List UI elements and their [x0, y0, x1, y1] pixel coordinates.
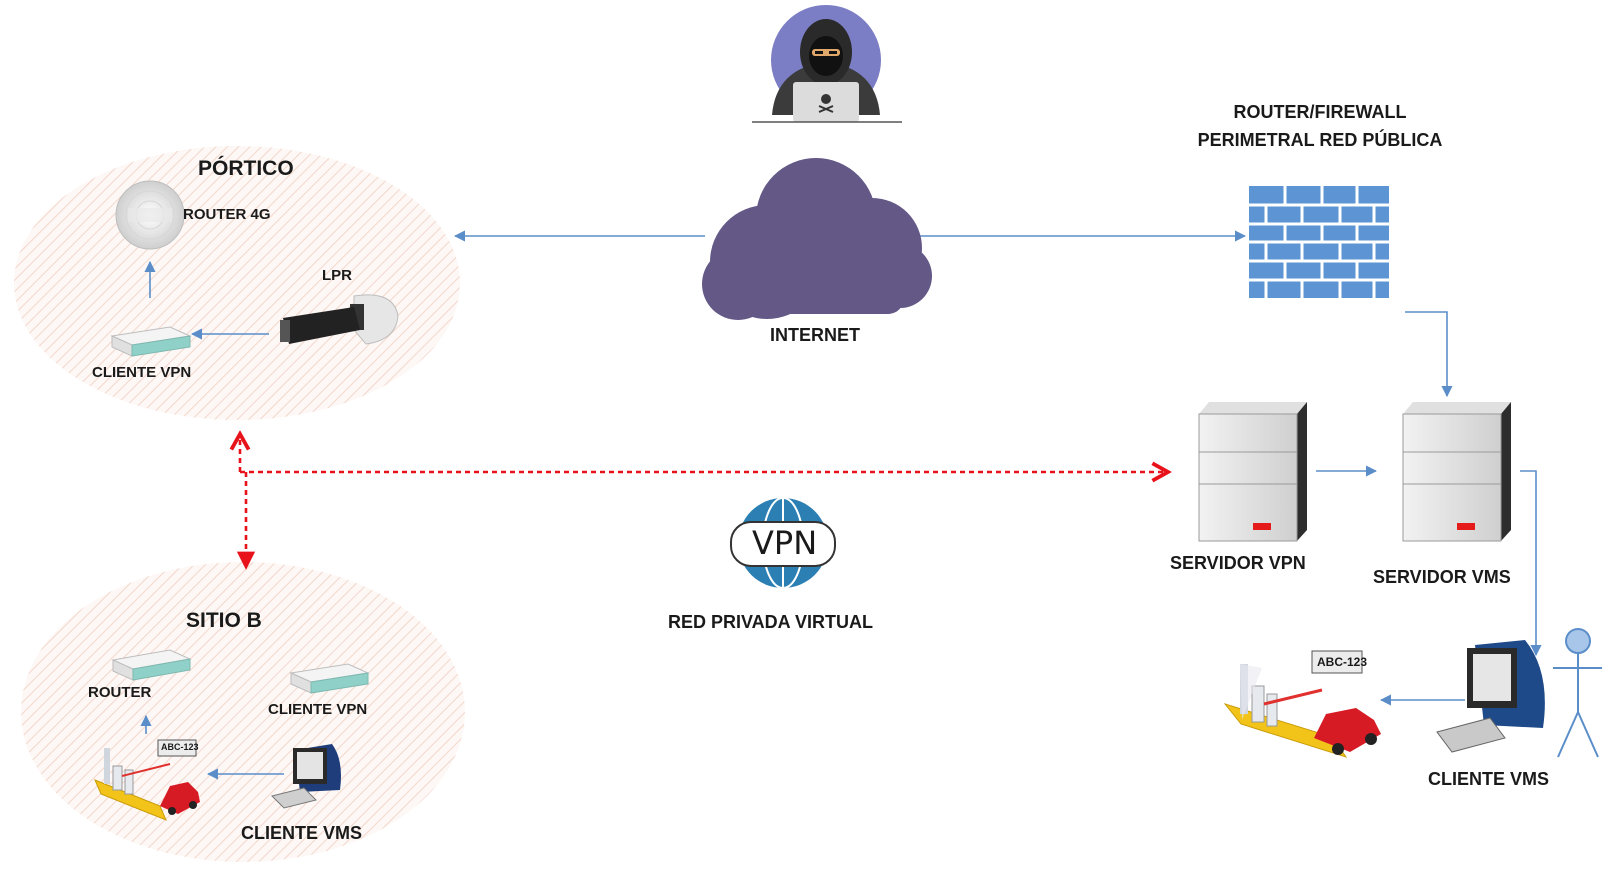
cloud-icon	[702, 158, 932, 320]
car-icon-central	[1314, 708, 1381, 755]
sitio-b-plate-text: ABC-123	[161, 742, 199, 752]
router-icon-sitiob	[111, 649, 192, 681]
internet-label: INTERNET	[770, 325, 860, 345]
firewall-label-line2: PERIMETRAL RED PÚBLICA	[1197, 130, 1443, 150]
central-plate-text: ABC-123	[1317, 655, 1368, 669]
sitio-b-vpn-client-label: CLIENTE VPN	[268, 701, 368, 718]
sitio-b-zone	[21, 562, 465, 862]
sitio-b-router-label: ROUTER	[88, 684, 152, 701]
hacker-icon	[752, 5, 902, 123]
vms-to-client-arrow	[1520, 470, 1542, 657]
person-icon	[1553, 628, 1602, 758]
server-vpn-icon	[1198, 402, 1307, 542]
portico-zone	[14, 146, 460, 420]
server-vms-label: SERVIDOR VMS	[1373, 567, 1511, 587]
router-icon-portico	[110, 326, 192, 357]
sitio-b-vms-client-label: CLIENTE VMS	[241, 823, 363, 843]
plate-central	[1311, 650, 1363, 674]
central-vms-client-label: CLIENTE VMS	[1428, 769, 1550, 789]
vpn-client-icon-sitiob	[289, 663, 370, 694]
lpr-label: LPR	[322, 267, 352, 284]
computer-icon-central	[1436, 640, 1545, 753]
vpn-globe-icon	[730, 497, 836, 589]
barrier-icon-central	[1223, 664, 1348, 758]
vpn-badge-text: VPN	[752, 524, 818, 562]
router-4g-label: ROUTER 4G	[183, 206, 271, 223]
sitio-b-title: SITIO B	[186, 609, 262, 632]
server-vpn-label: SERVIDOR VPN	[1170, 553, 1306, 573]
portico-title: PÓRTICO	[198, 157, 294, 180]
firewall-to-vms-arrow	[1405, 311, 1453, 398]
computer-icon-sitiob	[271, 744, 341, 809]
car-icon-sitiob	[160, 782, 200, 815]
vpn-network-label: RED PRIVADA VIRTUAL	[668, 612, 874, 632]
server-vms-icon	[1402, 402, 1511, 542]
camera-icon	[280, 294, 399, 345]
connections	[140, 230, 1542, 780]
antenna-icon	[115, 180, 185, 250]
vpn-tunnel	[240, 434, 1168, 570]
barrier-icon-sitiob	[94, 748, 171, 821]
firewall-icon	[1249, 186, 1389, 298]
plate-sitiob	[157, 739, 197, 757]
firewall-label-line1: ROUTER/FIREWALL	[1233, 102, 1407, 122]
portico-vpn-client-label: CLIENTE VPN	[92, 364, 192, 381]
